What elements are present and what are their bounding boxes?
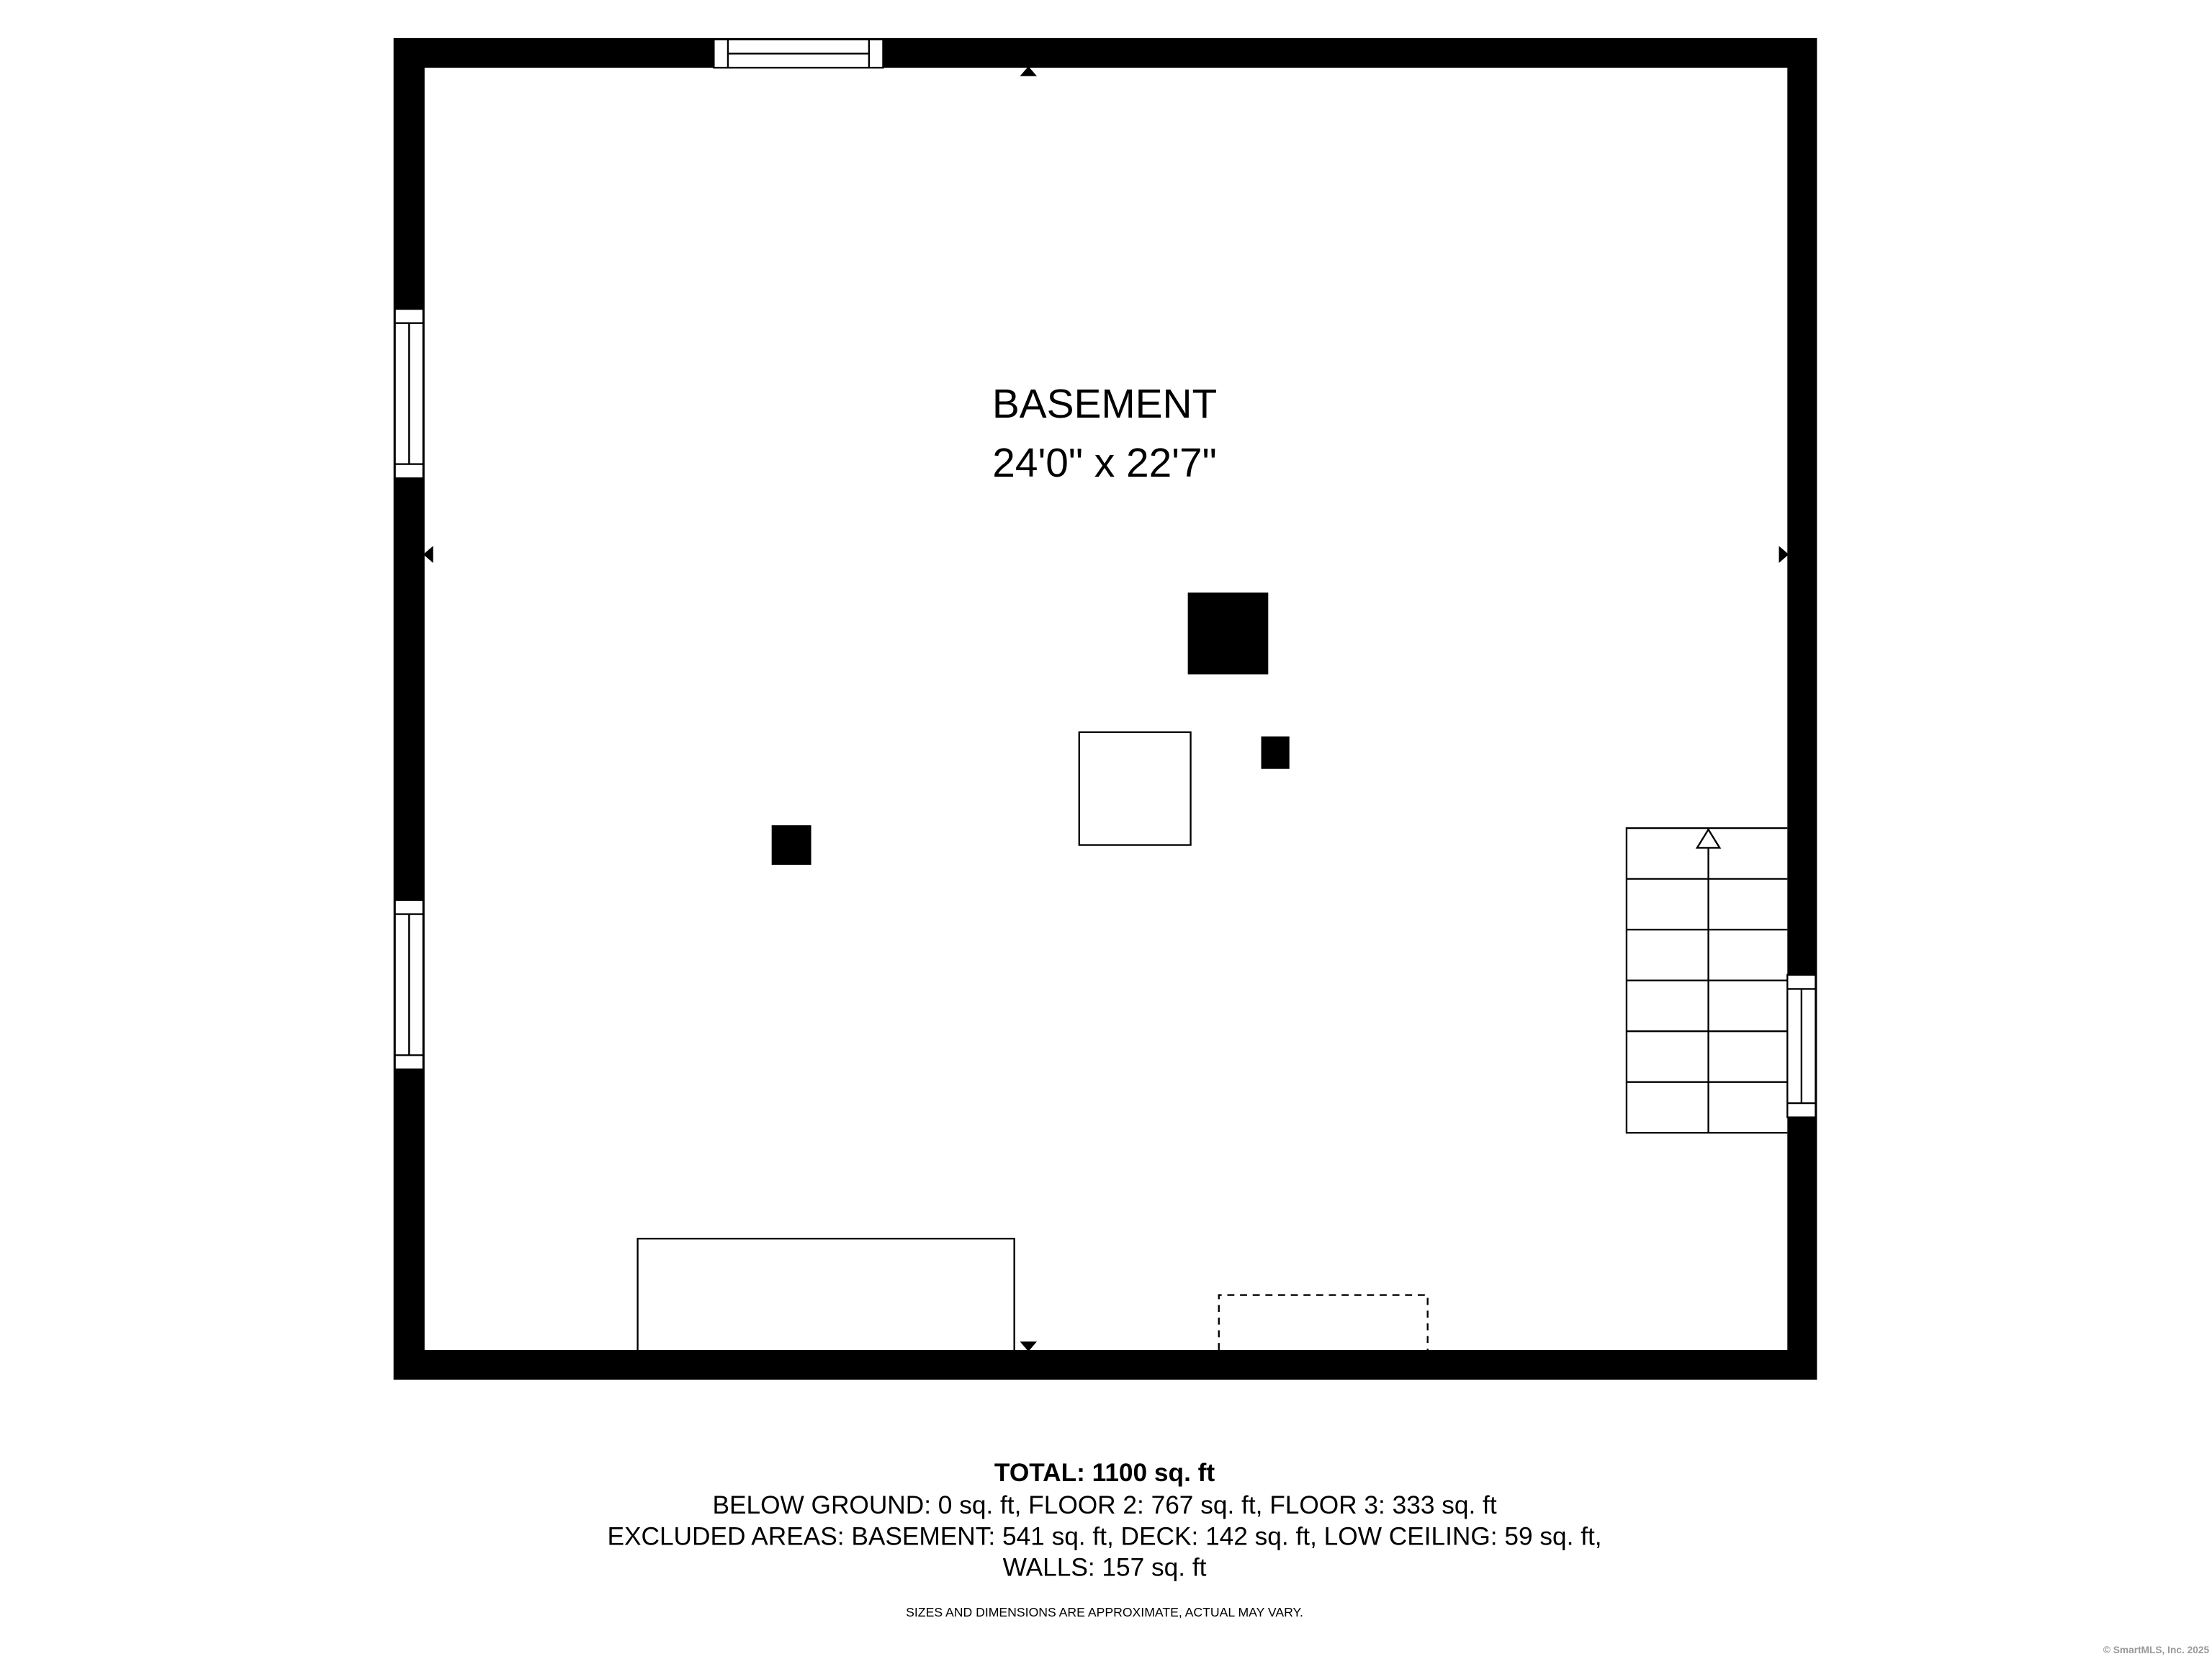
dimension-markers <box>423 66 1789 1352</box>
stair-arrow-icon <box>1695 827 1722 849</box>
excluded-areas: EXCLUDED AREAS: BASEMENT: 541 sq. ft, DE… <box>607 1522 1601 1550</box>
fixture-counter <box>637 1237 1015 1350</box>
exterior-walls <box>393 37 1817 1380</box>
window-left-upper <box>394 307 424 480</box>
window-left-lower <box>394 899 424 1071</box>
total-area: TOTAL: 1100 sq. ft <box>994 1459 1215 1487</box>
staircase <box>1625 827 1788 1134</box>
area-breakdown: BELOW GROUND: 0 sq. ft, FLOOR 2: 767 sq.… <box>712 1491 1496 1519</box>
fixture-dashed-area <box>1218 1294 1429 1350</box>
fixture-square <box>1078 731 1192 846</box>
column-left <box>771 825 811 865</box>
column-small <box>1261 736 1290 769</box>
window-top <box>713 38 884 69</box>
excluded-areas-cont: WALLS: 157 sq. ft <box>1003 1553 1207 1581</box>
room-dimensions: 24'0" x 22'7" <box>992 441 1217 486</box>
copyright: © SmartMLS, Inc. 2025 <box>2103 1645 2210 1655</box>
disclaimer: SIZES AND DIMENSIONS ARE APPROXIMATE, AC… <box>906 1605 1303 1619</box>
window-right <box>1786 974 1817 1118</box>
room-name: BASEMENT <box>992 382 1217 427</box>
column-large <box>1187 592 1269 675</box>
